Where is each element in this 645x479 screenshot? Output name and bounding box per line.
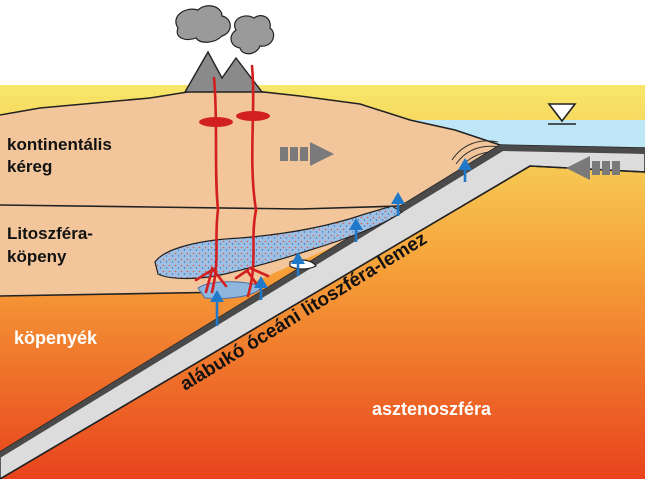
arrow-up-icon — [291, 252, 305, 276]
lithosphere-base — [0, 291, 233, 297]
magma-chamber-left — [199, 117, 233, 127]
arrow-up-icon — [254, 276, 268, 300]
magma-chamber-right — [236, 111, 270, 121]
arrow-left-icon — [566, 156, 620, 180]
volcano-icon — [175, 5, 275, 93]
magma-conduits — [194, 64, 270, 298]
label-continental-crust-2: kéreg — [7, 157, 52, 176]
arrow-up-icon — [458, 158, 472, 182]
crust-surface — [0, 89, 501, 146]
label-lithosphere-mantle-2: köpeny — [7, 247, 67, 266]
sea-level-triangle-icon — [547, 103, 577, 123]
label-mantle-wedge: köpenyék — [14, 328, 98, 348]
label-continental-crust-1: kontinentális — [7, 135, 112, 154]
label-asthenosphere: asztenoszféra — [372, 399, 492, 419]
fluid-arrows — [210, 158, 472, 326]
continental-crust — [0, 90, 500, 209]
smoke-plume — [175, 5, 275, 55]
arrow-up-icon — [349, 218, 363, 242]
arrow-right-icon — [280, 142, 334, 166]
label-lithosphere-mantle-1: Litoszféra- — [7, 224, 93, 243]
arrow-up-icon — [210, 290, 224, 326]
arrow-up-icon — [391, 192, 405, 216]
ocean — [410, 120, 645, 150]
